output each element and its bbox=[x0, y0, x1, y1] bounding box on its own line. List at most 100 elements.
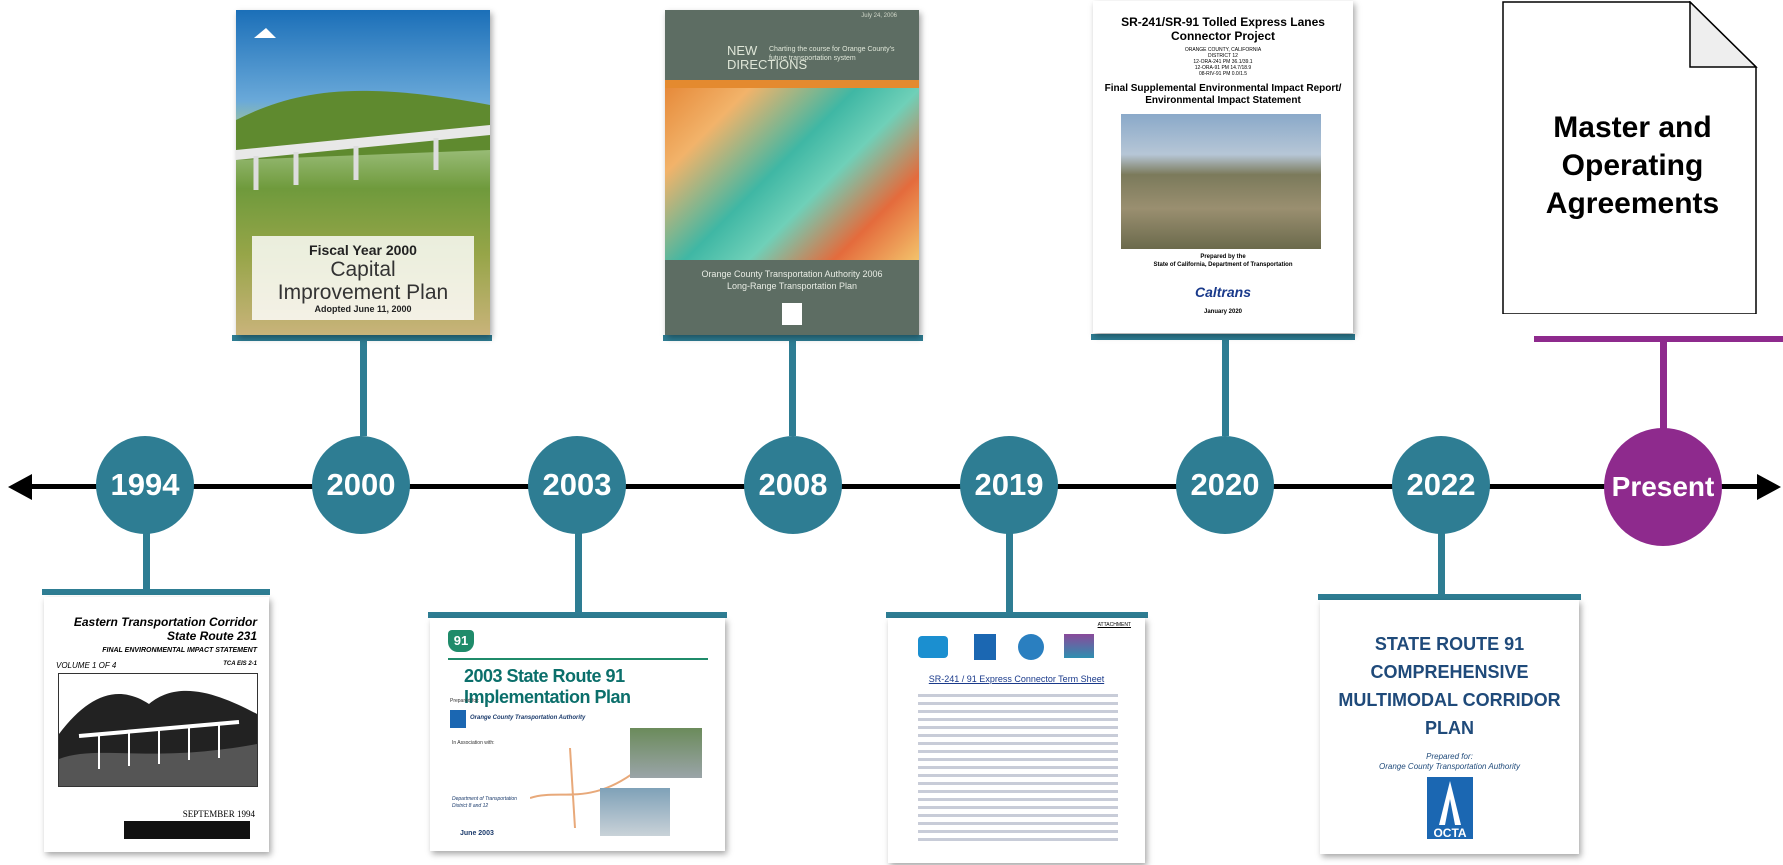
doc-tagline: Charting the course for Orange County's … bbox=[769, 46, 895, 62]
doc-2020-seir-eis: SR-241/SR-91 Tolled Express Lanes Connec… bbox=[1093, 1, 1353, 333]
label-line: Agreements bbox=[1545, 187, 1720, 220]
rctc-logo bbox=[1018, 634, 1044, 660]
label-line: Master and bbox=[1553, 111, 1712, 144]
octa-logo bbox=[1427, 777, 1473, 839]
year-label: 2022 bbox=[1406, 467, 1476, 502]
freeway-aerial-photo bbox=[1121, 114, 1321, 249]
year-label: 1994 bbox=[110, 467, 180, 502]
doc-title: 2003 State Route 91 Implementation Plan bbox=[464, 666, 631, 707]
title-line: Connector Project bbox=[1170, 29, 1275, 43]
association: In Association with: bbox=[452, 740, 495, 746]
doc-date: SEPTEMBER 1994 bbox=[182, 809, 255, 819]
doc-date: January 2020 bbox=[1203, 309, 1243, 315]
year-label: 2019 bbox=[974, 467, 1044, 502]
timeline-axis bbox=[22, 484, 1757, 489]
doc-adopted-date: Adopted June 11, 2000 bbox=[314, 304, 412, 314]
year-node-2008: 2008 bbox=[744, 436, 842, 534]
year-node-2003: 2003 bbox=[528, 436, 626, 534]
master-agreements-document: Master and Operating Agreements bbox=[1502, 1, 1773, 314]
title-line: PLAN bbox=[1425, 718, 1474, 738]
tca-logo bbox=[1064, 634, 1094, 658]
master-agreements-label: Master and Operating Agreements bbox=[1510, 109, 1755, 223]
year-label: 2000 bbox=[326, 467, 396, 502]
title-line: COMPREHENSIVE bbox=[1370, 662, 1529, 682]
doc-title: SR-241 / 91 Express Connector Term Sheet bbox=[928, 674, 1105, 684]
year-node-present: Present bbox=[1604, 428, 1722, 546]
connector-2003 bbox=[575, 533, 582, 613]
doc-volume: VOLUME 1 OF 4 bbox=[56, 661, 117, 670]
title-line: STATE ROUTE 91 bbox=[1374, 634, 1525, 654]
org-line: Long-Range Transportation Plan bbox=[726, 281, 858, 291]
doc-bar-2019 bbox=[886, 612, 1148, 618]
freeway-photo bbox=[630, 728, 702, 778]
octa-logo bbox=[782, 303, 802, 325]
connector-2000 bbox=[360, 338, 367, 436]
connector-present bbox=[1660, 340, 1667, 434]
connector-2019 bbox=[1006, 533, 1013, 613]
doc-bar-2022 bbox=[1318, 594, 1581, 600]
year-node-2019: 2019 bbox=[960, 436, 1058, 534]
report-line: Environmental Impact Statement bbox=[1145, 95, 1301, 106]
doc-2000-cip-cover: Fiscal Year 2000 Capital Improvement Pla… bbox=[236, 10, 490, 335]
doc-bar-2020 bbox=[1091, 334, 1355, 340]
doc-top-date: July 24, 2006 bbox=[861, 13, 897, 19]
year-node-2022: 2022 bbox=[1392, 436, 1490, 534]
year-label: 2008 bbox=[758, 467, 828, 502]
year-label: Present bbox=[1611, 471, 1715, 502]
org-line: Orange County Transportation Authority 2… bbox=[701, 269, 883, 279]
doc-bar-2003 bbox=[428, 612, 727, 618]
org-name: Orange County Transportation Authority bbox=[470, 715, 586, 721]
connector-1994 bbox=[143, 533, 150, 593]
doc-2019-term-sheet: ATTACHMENT SR-241 / 91 Express Connector… bbox=[888, 618, 1145, 863]
connector-2020 bbox=[1222, 338, 1229, 436]
prepared-line: Prepared by the bbox=[1200, 254, 1246, 260]
location-line: DISTRICT 12 bbox=[1208, 53, 1238, 59]
title-word: NEW bbox=[727, 43, 758, 58]
doc-title-line: Improvement Plan bbox=[277, 281, 449, 304]
doc-bar-present bbox=[1534, 336, 1783, 342]
doc-1994-eis-cover: Eastern Transportation Corridor State Ro… bbox=[44, 597, 269, 852]
label-line: Operating bbox=[1561, 149, 1704, 182]
year-label: 2003 bbox=[542, 467, 612, 502]
new-directions-title: NEW DIRECTIONS bbox=[727, 44, 807, 72]
arrow-left-icon bbox=[8, 474, 32, 500]
body-text bbox=[918, 694, 1118, 846]
caltrans-logo: Caltrans bbox=[1194, 284, 1252, 300]
prepared-for: Prepared for: bbox=[450, 698, 480, 704]
octa-logo bbox=[974, 634, 996, 660]
location-line: 12-ORA-241 PM 36.1/39.1 bbox=[1193, 59, 1253, 65]
doc-title: Eastern Transportation Corridor State Ro… bbox=[57, 615, 257, 643]
doc-code: TCA EIS 2-1 bbox=[223, 661, 257, 667]
octa-logo-text: OCTA bbox=[1433, 826, 1467, 840]
prepared-line: Prepared for: bbox=[1426, 752, 1473, 761]
year-node-2000: 2000 bbox=[312, 436, 410, 534]
doc-2003-implementation-plan: 91 2003 State Route 91 Implementation Pl… bbox=[430, 618, 725, 851]
route-shield: 91 bbox=[448, 630, 474, 652]
octa-logo bbox=[450, 710, 466, 728]
location-line: ORANGE COUNTY, CALIFORNIA bbox=[1184, 47, 1262, 53]
year-node-2020: 2020 bbox=[1176, 436, 1274, 534]
prepared-line: State of California, Department of Trans… bbox=[1153, 262, 1293, 268]
title-line: State Route 231 bbox=[166, 629, 257, 643]
report-line: Final Supplemental Environmental Impact … bbox=[1104, 83, 1342, 94]
bridge-illustration bbox=[58, 673, 258, 787]
connector-2022 bbox=[1438, 533, 1445, 595]
title-line: MULTIMODAL CORRIDOR bbox=[1338, 690, 1561, 710]
prepared-line: Orange County Transportation Authority bbox=[1379, 762, 1520, 771]
title-line: SR-241/SR-91 Tolled Express Lanes bbox=[1121, 15, 1325, 29]
connector-2008 bbox=[789, 338, 796, 436]
doc-report-title: Final Supplemental Environmental Impact … bbox=[1093, 83, 1353, 107]
doc-2022-corridor-plan: STATE ROUTE 91 COMPREHENSIVE MULTIMODAL … bbox=[1320, 600, 1579, 854]
futuristic-city-illustration bbox=[665, 80, 919, 260]
doc-2006-long-range-plan: July 24, 2006 NEW DIRECTIONS Charting th… bbox=[665, 10, 919, 335]
doc-location: ORANGE COUNTY, CALIFORNIA DISTRICT 12 12… bbox=[1093, 47, 1353, 77]
location-line: 08-RIV-91 PM 0.0/1.5 bbox=[1198, 71, 1248, 77]
title-line: Eastern Transportation Corridor bbox=[73, 615, 257, 629]
title-panel: Fiscal Year 2000 Capital Improvement Pla… bbox=[252, 236, 474, 320]
doc-subtitle: FINAL ENVIRONMENTAL IMPACT STATEMENT bbox=[102, 647, 257, 654]
attachment-label: ATTACHMENT bbox=[1097, 622, 1131, 628]
location-line: 12-ORA-91 PM 14.7/18.9 bbox=[1194, 65, 1252, 71]
doc-title: STATE ROUTE 91 COMPREHENSIVE MULTIMODAL … bbox=[1320, 630, 1579, 742]
doc-fiscal-year: Fiscal Year 2000 bbox=[309, 242, 417, 258]
doc-date: June 2003 bbox=[460, 830, 494, 837]
